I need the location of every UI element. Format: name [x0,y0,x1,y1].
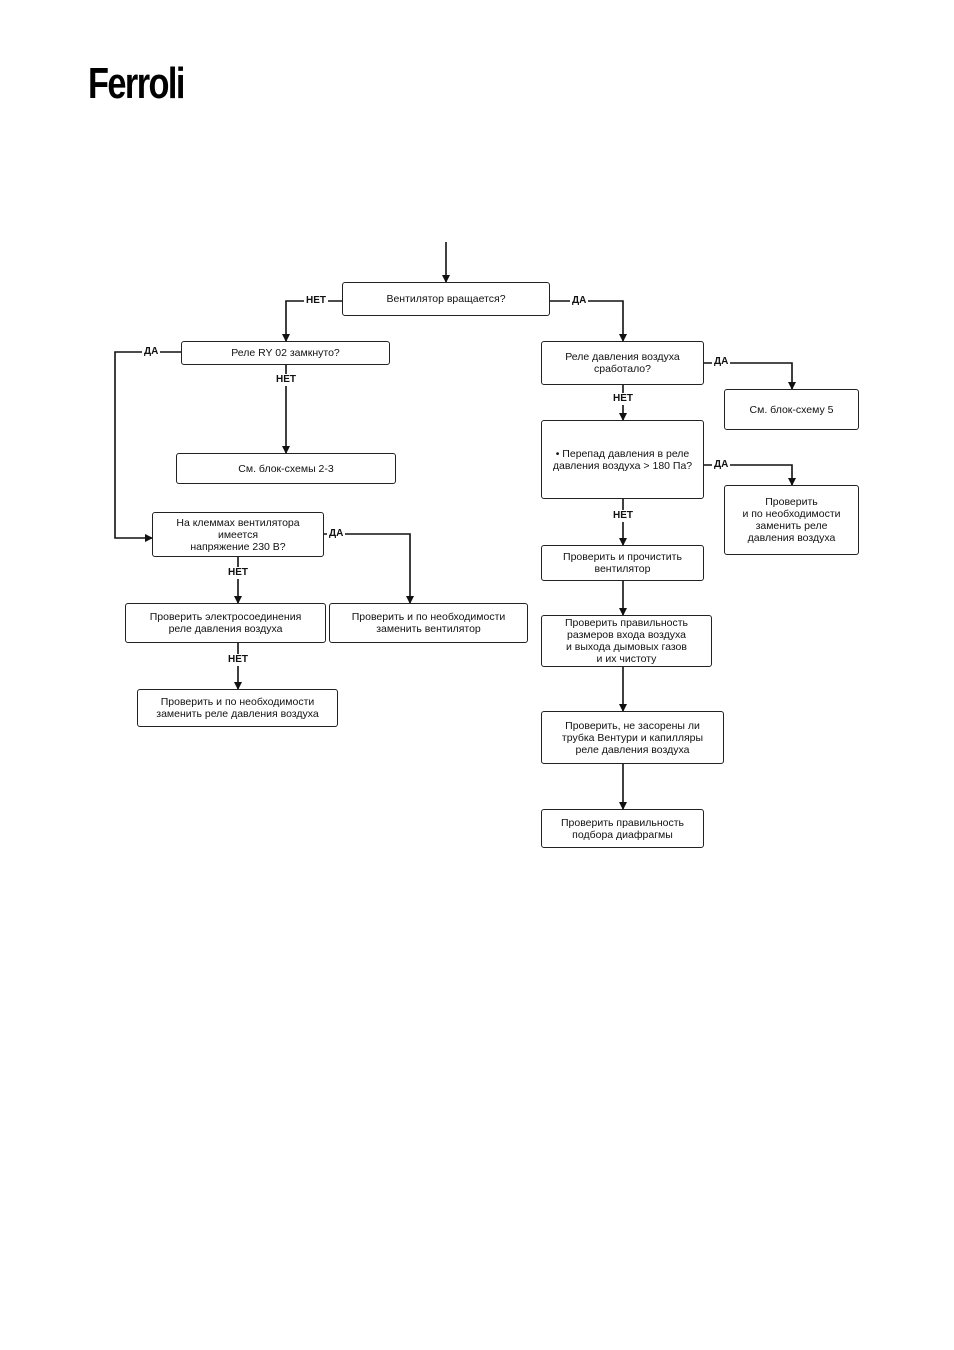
label-pressure-yes: ДА [712,459,731,471]
airrelay-yes-connector [704,362,796,390]
box-replace-relay-right: Проверить и по необходимости заменить ре… [724,485,859,555]
start-yes-connector [550,300,627,342]
label-start-yes: ДА [570,295,589,307]
box-fan-rotating: Вентилятор вращается? [342,282,550,316]
label-pressure-no: НЕТ [611,510,635,522]
start-no-connector [282,300,342,342]
box-voltage-question: На клеммах вентилятора имеется напряжени… [152,512,324,557]
label-airrelay-yes: ДА [712,356,731,368]
box-air-relay-question: Реле давления воздуха сработало? [541,341,704,385]
voltage-yes-connector [324,533,414,604]
box-relay-ry02: Реле RY 02 замкнуто? [181,341,390,365]
logo-text: Ferroli [88,59,185,108]
label-ry02-no: НЕТ [274,374,298,386]
ferroli-logo: Ferroli [88,62,192,110]
box-replace-fan: Проверить и по необходимости заменить ве… [329,603,528,643]
label-ry02-yes: ДА [142,346,161,358]
label-start-no: НЕТ [304,295,328,307]
label-electro-no: НЕТ [226,654,250,666]
label-airrelay-no: НЕТ [611,393,635,405]
box-clean-fan: Проверить и прочистить вентилятор [541,545,704,581]
box-see-5: См. блок-схему 5 [724,389,859,430]
pressure-yes-connector [704,464,796,486]
label-voltage-yes: ДА [327,528,346,540]
box-check-diaphragm: Проверить правильность подбора диафрагмы [541,809,704,848]
box-check-electro: Проверить электросоединения реле давлени… [125,603,326,643]
box-replace-relay-left: Проверить и по необходимости заменить ре… [137,689,338,727]
box-see-2-3: См. блок-схемы 2-3 [176,453,396,484]
box-check-venturi: Проверить, не засорены ли трубка Вентури… [541,711,724,764]
box-pressure-question: • Перепад давления в реле давления возду… [541,420,704,499]
box-check-sizes: Проверить правильность размеров входа во… [541,615,712,667]
ry02-yes-connector [114,351,181,542]
label-voltage-no: НЕТ [226,567,250,579]
